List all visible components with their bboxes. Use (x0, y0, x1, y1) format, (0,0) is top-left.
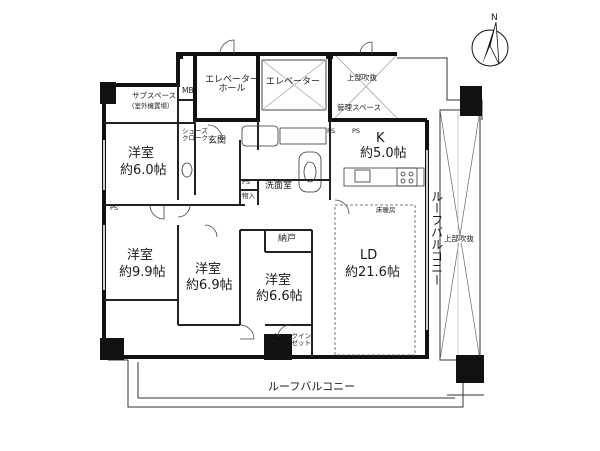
bedroom3-size: 約6.9帖 (186, 278, 233, 293)
door-swings (149, 39, 373, 340)
management-space-label: 管理スペース (337, 103, 382, 112)
interior-walls (104, 85, 331, 357)
living-dining-size: 約21.6帖 (345, 265, 400, 280)
compass-north-label: N (491, 13, 498, 23)
walk-in-closet-label: ウォークイン クローゼット (272, 332, 311, 347)
nando-label: 納戸 (278, 234, 297, 244)
bedroom1-size: 約6.0帖 (120, 163, 167, 178)
ps-wash-label: PS (242, 178, 251, 186)
upper-void-top-label: 上部吹抜 (347, 73, 377, 82)
bedroom2-name: 洋室 (127, 248, 154, 263)
bedroom4-size: 約6.6帖 (256, 289, 303, 304)
storage-label: 物入 (242, 192, 255, 200)
elevator-shaft (261, 59, 327, 111)
ps-left-label: PS (110, 204, 119, 212)
windows (103, 140, 428, 330)
ps-kitchen-label: PS (352, 127, 361, 135)
washroom-label: 洗面室 (265, 181, 293, 191)
bedroom2-size: 約9.9帖 (119, 265, 166, 280)
sub-space-label-line2: （室外機置場） (128, 102, 174, 110)
bedroom1-name: 洋室 (128, 146, 155, 161)
floor-heating-area (334, 204, 416, 356)
living-dining-name: LD (360, 248, 378, 263)
shoe-closet-label: シューズ クローク (182, 127, 208, 142)
elevator-hall-label: エレベーター ホール (205, 75, 260, 95)
floor-heating-label: 床暖房 (376, 206, 396, 214)
north-arrow-icon (471, 21, 509, 67)
upper-void-top-cross (334, 54, 398, 119)
elevator-label: エレベーター (266, 77, 321, 87)
kitchen-name: K (376, 131, 385, 146)
fixtures (181, 125, 425, 193)
roof-balcony-bottom-label: ルーフバルコニー (268, 380, 356, 393)
ps-top-label: PS (327, 127, 336, 135)
entrance-label: 玄関 (208, 136, 227, 146)
bedroom3-name: 洋室 (195, 262, 222, 277)
roof-balcony-right-label: ルーフバルコニー (429, 190, 444, 286)
kitchen-size: 約5.0帖 (360, 146, 407, 161)
sub-space-label-line1: サブスペース (132, 91, 177, 100)
bedroom4-name: 洋室 (265, 273, 292, 288)
mb-label: MB (182, 86, 194, 95)
upper-void-right-label: 上部吹抜 (444, 234, 474, 243)
structural-columns (100, 52, 484, 383)
